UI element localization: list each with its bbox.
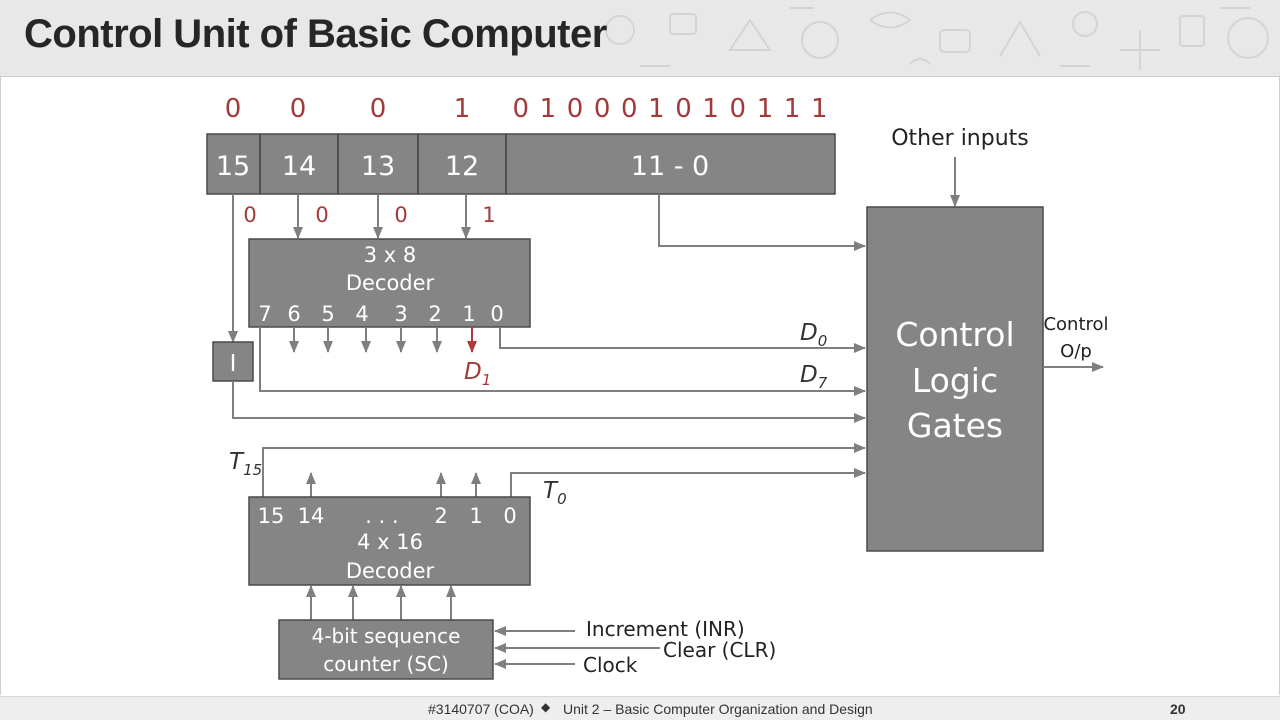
control-output-label: Control O/p [1043,314,1108,362]
clock-label: Clock [583,653,638,677]
i-flipflop: I [212,341,254,382]
control-logic-line1: Control [895,315,1014,354]
ir-field-15: 15 [216,151,250,182]
decoder-3x8-output-arrows [289,327,442,353]
control-output-line2: O/p [1060,341,1092,362]
d0-label: D0 [800,320,827,350]
bit-line-14: 0 [315,203,328,227]
decoder-4x16-label: Decoder [346,559,435,583]
clear-label: Clear (CLR) [663,638,776,662]
i-wire [232,381,866,423]
ir-field-12: 12 [445,151,479,182]
ir-field-14: 14 [282,151,316,182]
control-logic-gates: Control Logic Gates [866,206,1044,552]
t0-label: T0 [543,478,567,508]
decoder-4x16-out-2: 2 [434,504,447,528]
bit-line-values: 0 0 0 1 [243,203,495,227]
decoder-4x16-out-15: 15 [258,504,285,528]
footer-separator-icon: ◆ [541,700,551,714]
slide-footer: #3140707 (COA) ◆ Unit 2 – Basic Computer… [0,696,1280,720]
sc-to-decoder-arrows [306,585,456,620]
decoder-3x8-size: 3 x 8 [364,243,417,267]
footer-course: #3140707 (COA) [428,701,534,717]
d0-wire [499,327,866,353]
ir-field-address: 11 - 0 [631,151,709,182]
decoder-4x16-out-ellipsis: . . . [365,504,398,528]
instruction-register: 15 14 13 12 11 - 0 [206,133,836,195]
decoder-3x8: 3 x 8 Decoder 7 6 5 4 3 2 1 0 [248,238,531,328]
sequence-counter-line2: counter (SC) [323,652,449,676]
bit-line-13: 0 [394,203,407,227]
slide-title: Control Unit of Basic Computer [24,12,607,56]
bit-line-12: 1 [482,203,495,227]
bit-15-value: 0 [225,94,242,124]
decoder-3x8-out-5: 5 [321,302,334,326]
t15-wire [262,443,866,497]
control-output-line1: Control [1043,314,1108,335]
decoder-3x8-out-1: 1 [462,302,475,326]
ir-wires [228,194,866,343]
decoder-3x8-out-3: 3 [394,302,407,326]
increment-label: Increment (INR) [586,617,745,641]
control-logic-input-wires [232,327,866,497]
d7-wire [259,327,866,396]
decoder-3x8-label: Decoder [346,271,435,295]
decoder-4x16-size: 4 x 16 [357,530,423,554]
t15-label: T15 [229,449,262,479]
i-flipflop-label: I [230,351,237,377]
decoder-3x8-out-0: 0 [490,302,503,326]
address-bits-value: 0 1 0 0 0 1 0 1 0 1 1 1 [513,94,828,124]
sc-input-labels: Increment (INR) Clear (CLR) Clock [583,617,776,677]
decoder-3x8-out-4: 4 [355,302,368,326]
d7-label: D7 [800,362,828,392]
footer-page-number: 20 [1170,701,1186,717]
bit-13-value: 0 [370,94,387,124]
header-doodle-pattern [605,7,1269,70]
d1-label: D1 [464,359,491,389]
slide-header: Control Unit of Basic Computer [0,0,1280,77]
decoder-4x16-out-1: 1 [469,504,482,528]
decoder-4x16: 15 14 . . . 2 1 0 4 x 16 Decoder [248,496,531,586]
signal-labels: D0 D7 D1 T15 T0 [229,320,828,508]
bit-12-value: 1 [454,94,471,124]
ir-field-13: 13 [361,151,395,182]
decoder-4x16-output-arrows [306,472,481,497]
footer-unit: Unit 2 – Basic Computer Organization and… [563,701,873,717]
other-inputs-label: Other inputs [891,126,1029,151]
instruction-bits: 0 0 0 1 0 1 0 0 0 1 0 1 0 1 1 1 [225,94,828,124]
bit-14-value: 0 [290,94,307,124]
decoder-3x8-out-2: 2 [428,302,441,326]
sc-input-wires [494,626,660,669]
bit-line-15: 0 [243,203,256,227]
sequence-counter: 4-bit sequence counter (SC) [278,619,494,680]
decoder-4x16-out-14: 14 [298,504,325,528]
decoder-3x8-out-6: 6 [287,302,300,326]
control-logic-line2: Logic [912,361,998,400]
decoder-4x16-out-0: 0 [503,504,516,528]
control-logic-line3: Gates [907,406,1003,445]
t0-wire [510,468,866,497]
sequence-counter-line1: 4-bit sequence [312,624,461,648]
decoder-3x8-out-7: 7 [258,302,271,326]
